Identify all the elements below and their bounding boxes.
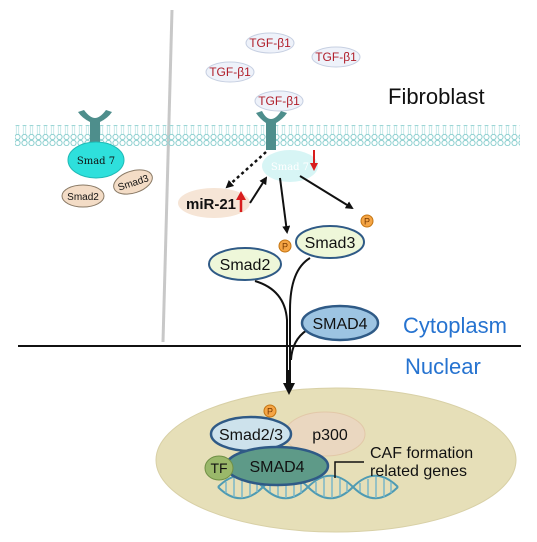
caf-genes-label-line1: CAF formation: [370, 445, 473, 462]
receptor-to-mir21-dotted: [225, 151, 267, 189]
tgf-beta1-ligand-2: TGF-β1: [205, 61, 255, 83]
smad3-small: [113, 169, 153, 195]
tgf-beta1-label: TGF-β1: [258, 94, 300, 108]
receptor-right: [256, 111, 287, 150]
smad2-small: [61, 184, 105, 208]
tgf-beta1-ligand-1: TGF-β1: [245, 32, 295, 54]
phospho-smad3-label: P: [364, 217, 370, 227]
smad4-nuclear-label: SMAD4: [249, 459, 304, 476]
fibroblast-label: Fibroblast: [388, 84, 485, 109]
phospho-smad2: [278, 239, 292, 253]
smad23-label: Smad2/3: [219, 427, 283, 444]
smad2-label: Smad2: [220, 257, 271, 274]
tf: [204, 455, 234, 481]
smad3-to-complex-curve: [289, 257, 311, 388]
phospho-smad23-label: P: [267, 407, 273, 417]
smad3: [295, 225, 365, 259]
smad2: [208, 247, 282, 281]
tgf-beta1-label: TGF-β1: [209, 65, 251, 79]
caf-genes-label-line2: related genes: [370, 463, 467, 480]
smad2-small-label: Smad2: [67, 192, 99, 203]
p300-label: p300: [312, 427, 348, 444]
mir21-node: [178, 188, 250, 218]
panel-divider: [161, 9, 174, 343]
smad7-right-label: Smad 7: [271, 162, 309, 173]
tgf-beta1-label: TGF-β1: [315, 50, 357, 64]
nuclear-label: Nuclear: [405, 354, 481, 379]
cytoplasm-label: Cytoplasm: [403, 313, 507, 338]
smad3-label: Smad3: [305, 235, 356, 252]
tf-label: TF: [210, 460, 227, 476]
up-arrow-icon: [236, 191, 246, 212]
down-arrow-icon: [310, 150, 318, 171]
smad7-left-label: Smad 7: [77, 156, 115, 167]
phospho-smad3: [360, 214, 374, 228]
tgf-beta1-label: TGF-β1: [249, 36, 291, 50]
smad4-cytoplasm: [300, 304, 380, 342]
receptor-left: [78, 110, 112, 148]
caf-genes-bracket: [334, 461, 364, 478]
phospho-smad23: [263, 404, 277, 418]
smad7-left: [67, 141, 125, 179]
phospho-smad2-label: P: [282, 242, 288, 252]
mir21-label: miR-21: [186, 196, 236, 213]
mir21-to-smad7-arrow: [249, 176, 268, 204]
tgf-beta1-ligand-3: TGF-β1: [311, 46, 361, 68]
smad7-right-faded: [262, 150, 318, 182]
to-smad2-arrow: [279, 177, 291, 234]
smad4-cytoplasm-label: SMAD4: [312, 316, 367, 333]
smad2-to-complex-curve: [254, 280, 288, 388]
tgf-beta1-ligand-4: TGF-β1: [254, 90, 304, 112]
to-smad3-arrow: [299, 175, 354, 210]
smad4-to-complex-curve: [290, 329, 308, 361]
